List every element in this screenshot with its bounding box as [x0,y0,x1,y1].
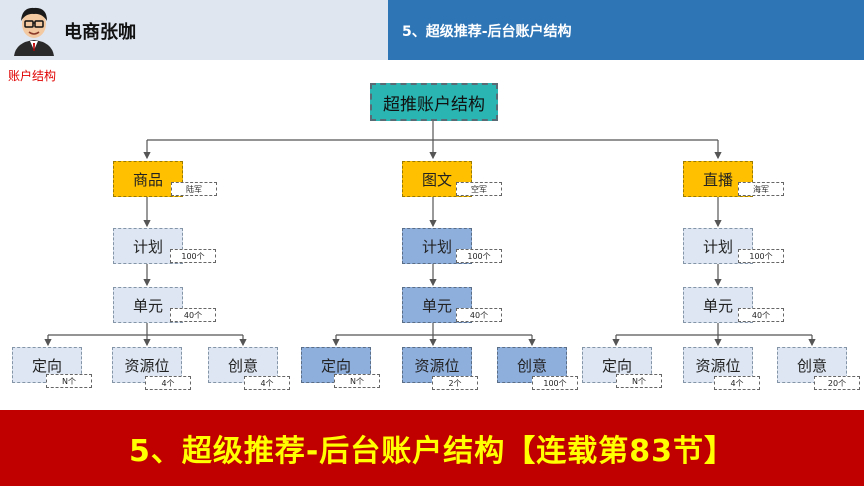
plan-count-tag: 100个 [170,249,216,263]
root-node: 超推账户结构 [370,83,498,121]
brand-name: 电商张咖 [64,22,136,43]
section-label: 账户结构 [8,69,57,83]
unit-count-tag: 40个 [170,308,216,322]
category-tag: 空军 [456,182,502,196]
header-title: 5、超级推荐-后台账户结构 [402,24,572,40]
leaf-count-tag: N个 [334,374,380,388]
leaf-count-tag: 4个 [145,376,191,390]
leaf-count-tag: 20个 [814,376,860,390]
banner-title: 5、超级推荐-后台账户结构【连载第83节】 [128,434,736,469]
unit-count-tag: 40个 [738,308,784,322]
leaf-count-tag: N个 [46,374,92,388]
leaf-node-creative: 创意 [208,347,278,383]
leaf-count-tag: N个 [616,374,662,388]
leaf-count-tag: 2个 [432,376,478,390]
leaf-count-tag: 4个 [244,376,290,390]
header-brand-area: 电商张咖 [0,0,388,60]
category-node-live: 直播 [683,161,753,197]
leaf-count-tag: 100个 [532,376,578,390]
plan-count-tag: 100个 [738,249,784,263]
episode-banner: 5、超级推荐-后台账户结构【连载第83节】 [0,410,864,486]
connector-lines [44,121,816,347]
category-node-goods: 商品 [113,161,183,197]
account-structure-diagram: 超推账户结构 商品 陆军 计划 100个 单元 40个 定向 N个 资源位 4个… [0,60,864,410]
avatar-icon [14,7,54,56]
unit-count-tag: 40个 [456,308,502,322]
category-tag: 海军 [738,182,784,196]
header-title-bar: 5、超级推荐-后台账户结构 [388,0,864,60]
plan-count-tag: 100个 [456,249,502,263]
category-tag: 陆军 [171,182,217,196]
leaf-count-tag: 4个 [714,376,760,390]
